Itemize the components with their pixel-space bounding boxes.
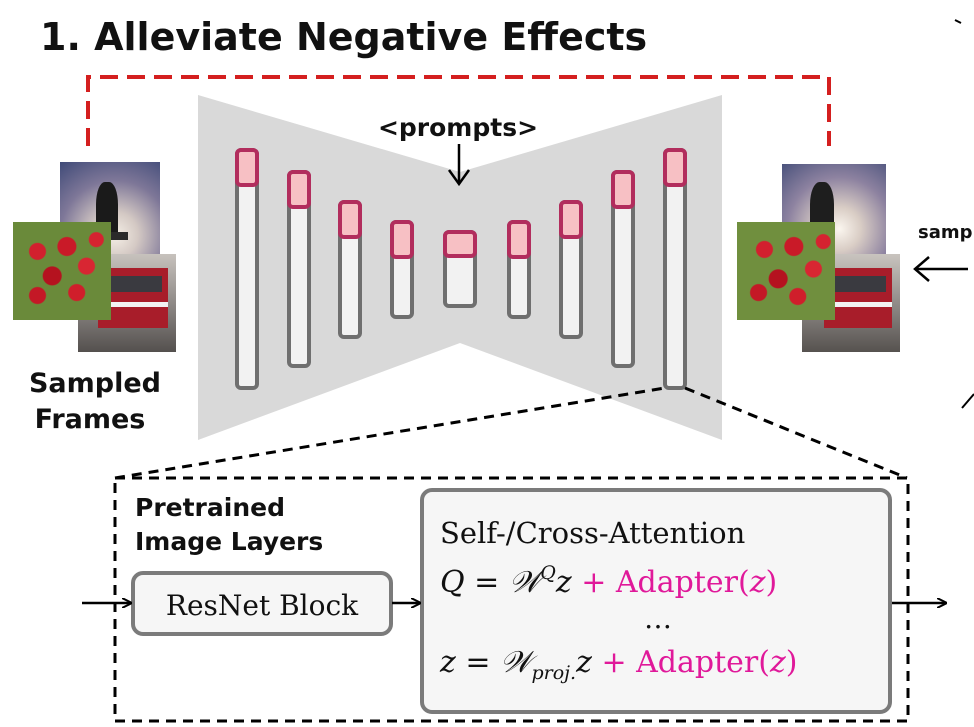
sample-arrowhead: [913, 256, 930, 282]
eq2-adapter: + Adapter(: [592, 645, 770, 680]
eq1-sup: Q: [540, 562, 556, 584]
layer-bar-9: [663, 148, 687, 390]
tram-stripe: [98, 302, 168, 307]
frame-berries-right: [737, 222, 835, 320]
sample-label: sample: [918, 222, 974, 243]
prompts-arrowhead: [447, 169, 471, 187]
layer-bar-2: [287, 170, 311, 368]
frame-berries-left: [13, 222, 111, 320]
pretrained-line2: Image Layers: [135, 527, 323, 556]
eq2-z2: z: [575, 645, 592, 680]
resnet-block-box: [131, 571, 393, 636]
layer-bar-6: [507, 220, 531, 319]
attention-ellipsis: …: [644, 602, 672, 635]
attention-block-box: [420, 488, 892, 714]
sampled-frames-line1: Sampled: [29, 368, 161, 399]
eq1-equals: =: [465, 565, 509, 600]
resnet-block-label: ResNet Block: [166, 589, 359, 622]
layer-bar-3: [338, 200, 362, 339]
tram-windows: [104, 276, 162, 292]
eq1-q: Q: [440, 565, 465, 600]
feedback-bracket: [86, 75, 831, 146]
tram-stripe-right: [824, 302, 892, 307]
attention-title: Self-/Cross-Attention: [440, 516, 745, 550]
tram-windows-right: [830, 276, 886, 292]
diagram-title: 1. Alleviate Negative Effects: [40, 15, 647, 59]
pretrained-line1: Pretrained: [135, 493, 285, 522]
sampled-frames-line2: Frames: [35, 404, 146, 435]
zoom-line-right: [684, 386, 908, 480]
layer-bar-7: [559, 200, 583, 339]
eq2-equals: =: [456, 645, 500, 680]
eq2-sub: proj.: [531, 662, 576, 684]
eq1-adapter: + Adapter(: [572, 565, 750, 600]
eq2-z: z: [439, 645, 456, 680]
partial-mark-top: [954, 19, 962, 24]
layer-bar-5: [443, 230, 477, 308]
zoom-line-left: [114, 386, 666, 480]
prompts-label: <prompts>: [378, 113, 538, 142]
attention-eq1: Q = 𝒲Qz + Adapter(z): [440, 562, 777, 600]
layer-bar-4: [390, 220, 414, 319]
layer-bar-1: [235, 148, 259, 390]
eq2-adapter-close: ): [786, 645, 798, 680]
eq2-adapter-arg: z: [769, 645, 786, 680]
partial-mark-bottom: [961, 393, 974, 409]
pretrained-enclosure: [113, 476, 910, 723]
eq1-adapter-close: ): [766, 565, 778, 600]
attention-eq2: z = 𝒲proj.z + Adapter(z): [439, 645, 797, 684]
eq1-z: z: [555, 565, 572, 600]
eq1-adapter-arg: z: [749, 565, 766, 600]
layer-bar-8: [611, 170, 635, 368]
layer-bars: [235, 148, 687, 390]
